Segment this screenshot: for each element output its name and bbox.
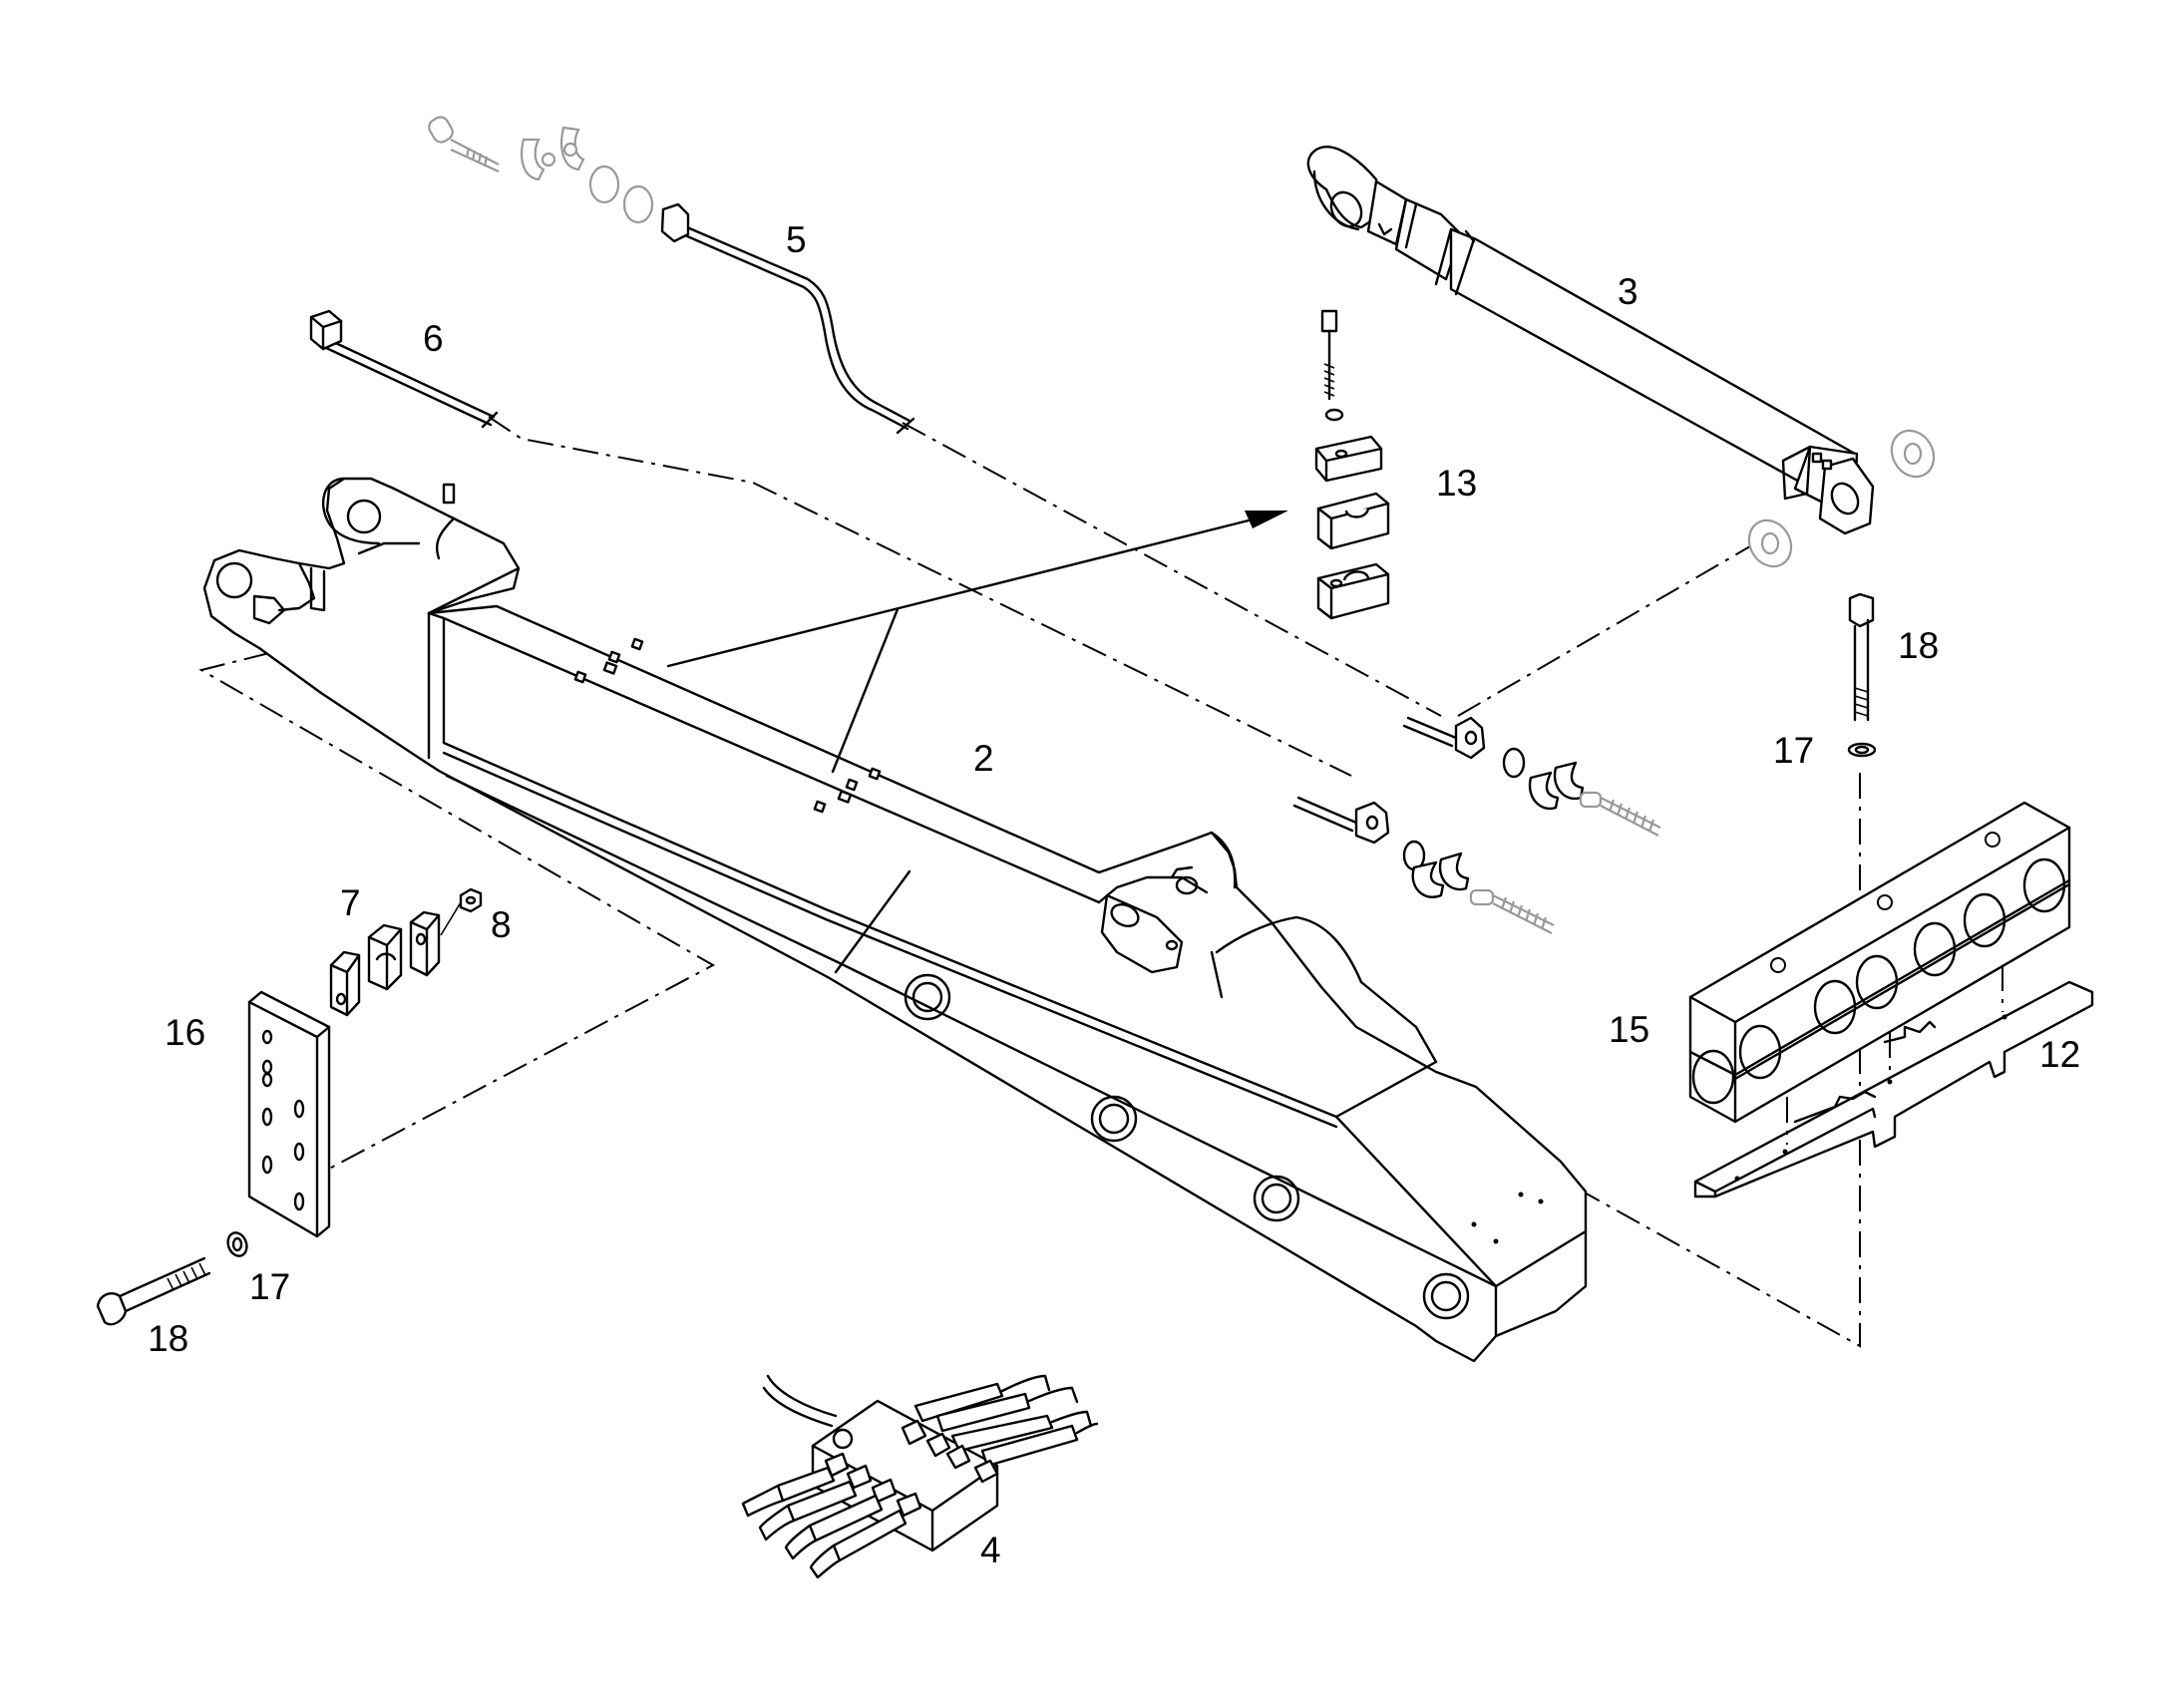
clamp-stack [1314,309,1390,620]
label-bolt-right: 18 [1898,625,1939,666]
hydraulic-cylinder [1306,146,1936,568]
boom-side-bosses [904,973,1470,1320]
pipe-left [309,309,499,429]
label-washer-left: 17 [249,1266,290,1307]
bolt-washer-left [96,1231,248,1326]
pin-assembly-upper [1402,716,1661,837]
label-pipe-upper: 5 [786,219,807,260]
valve-hoses-upper [901,1374,1099,1484]
boom [202,477,1588,1363]
mounting-plate [247,990,331,1238]
small-clamp-parts [329,887,483,1017]
valve-block [741,1374,1099,1579]
label-plate: 16 [165,1012,205,1053]
label-bolt-left: 18 [148,1318,188,1359]
label-plate-strip: 12 [2039,1034,2080,1075]
assembly-leader-lines [198,416,1861,1348]
base-strip [1693,965,2094,1198]
bolt-washer-right [1847,592,1877,758]
label-valve-block: 4 [980,1530,1001,1570]
callout-labels: 2 3 4 5 6 7 8 12 13 15 16 17 17 18 18 [148,219,2080,1570]
label-washer-right: 17 [1773,730,1814,771]
label-clamp-block: 15 [1609,1009,1649,1050]
label-pipe-left: 6 [423,318,444,359]
label-clamp-small: 7 [340,882,361,923]
label-nut: 8 [491,904,512,945]
label-boom: 2 [973,738,994,779]
clamp-block [1688,801,2071,1124]
pin-assembly-lower [1292,796,1555,934]
label-cylinder: 3 [1618,271,1638,312]
boom-top-tabs [573,637,882,814]
reference-arrow [666,511,1288,774]
pipe-upper [428,116,915,435]
label-clamp-stack: 13 [1436,463,1477,504]
valve-hoses-lower [741,1452,922,1579]
upper-fittings [428,116,654,224]
